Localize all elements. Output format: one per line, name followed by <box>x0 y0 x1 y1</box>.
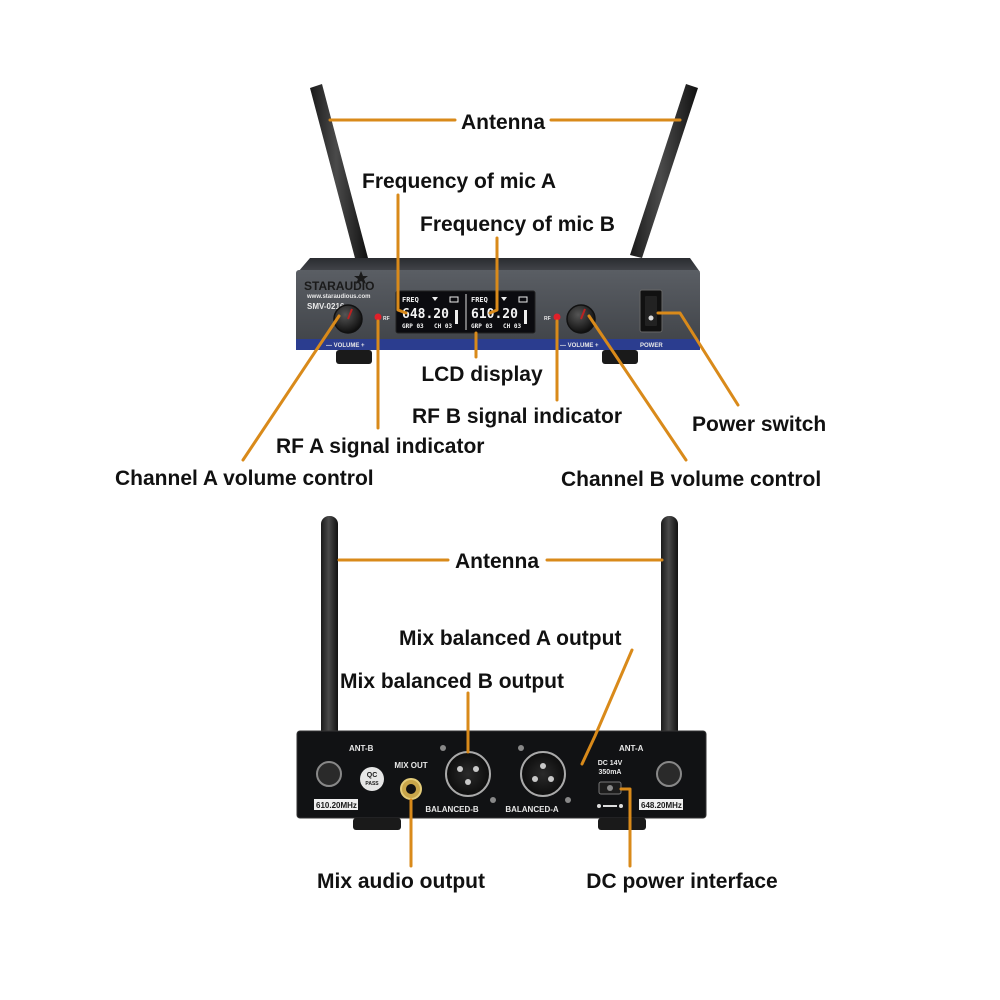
rear-chassis <box>296 730 707 819</box>
rear-foot-right <box>598 818 646 830</box>
front-blue-strip <box>296 339 700 350</box>
power-tag: POWER <box>640 343 663 349</box>
lcd-a-antenna-icon <box>432 297 438 301</box>
front-foot-left <box>336 350 372 364</box>
freq-sticker-a <box>639 799 683 810</box>
leader-channel-b <box>587 314 688 462</box>
freq-sticker-b <box>314 799 358 810</box>
rear-callouts: Antenna Mix balanced A output Mix balanc… <box>317 550 778 893</box>
callout-power-switch: Power switch <box>692 413 826 436</box>
rear-foot-left <box>353 818 401 830</box>
lcd-a-freq-tag: FREQ <box>402 296 419 304</box>
lcd-a-frequency: 648.20 <box>402 307 449 322</box>
freq-sticker-a-text: 648.20MHz <box>641 801 682 810</box>
balanced-b-label: BALANCED-B <box>425 805 479 814</box>
ant-b-label: ANT-B <box>349 744 374 753</box>
leader-freq-b <box>488 236 499 315</box>
leader-power <box>656 311 740 407</box>
rear-view: ANT-B ANT-A 610.20MHz 648.20MHz QC PASS … <box>296 516 707 830</box>
leader-dc-power <box>619 787 632 868</box>
lcd-b-grp: GRP 03 <box>471 323 493 330</box>
lcd-a-battery-icon <box>449 296 459 303</box>
xlr-balanced-a[interactable] <box>520 751 566 797</box>
callout-freq-mic-a: Frequency of mic A <box>362 170 556 193</box>
brand-star-icon <box>354 271 368 284</box>
callout-rf-b: RF B signal indicator <box>412 405 622 428</box>
pass-label: PASS <box>365 781 379 787</box>
qc-label: QC <box>367 772 378 779</box>
volume-tag-b: — VOLUME + <box>560 343 599 349</box>
callout-mix-bal-a: Mix balanced A output <box>399 627 621 650</box>
front-antenna-right <box>630 84 698 258</box>
xlr-balanced-b[interactable] <box>445 751 491 797</box>
ant-a-connector <box>656 761 682 787</box>
rear-antenna-right <box>661 516 678 766</box>
mix-out-label: MIX OUT <box>394 761 427 770</box>
front-foot-right <box>602 350 638 364</box>
leader-mix-bal-a <box>580 648 634 766</box>
lcd-b-ch: CH 03 <box>503 323 521 330</box>
leader-freq-a <box>396 193 408 315</box>
dc-spec-label: DC 14V <box>598 760 623 767</box>
front-callouts: Antenna Frequency of mic A Frequency of … <box>115 111 826 491</box>
lcd-b-freq-tag: FREQ <box>471 296 488 304</box>
rf-tag-a: RF <box>383 316 390 322</box>
callout-rf-a: RF A signal indicator <box>276 435 484 458</box>
rf-led-a <box>374 313 382 321</box>
lcd-b-antenna-icon <box>501 297 507 301</box>
callout-antenna-bottom: Antenna <box>455 550 539 573</box>
callout-lcd-display: LCD display <box>421 363 543 386</box>
balanced-a-label: BALANCED-A <box>505 805 559 814</box>
dc-polarity-icon <box>597 804 623 808</box>
ant-b-connector <box>316 761 342 787</box>
rf-tag-b: RF <box>544 316 551 322</box>
rf-led-b <box>553 313 561 321</box>
qc-pass-sticker <box>360 767 384 791</box>
freq-sticker-b-text: 610.20MHz <box>316 801 357 810</box>
website-label: www.staraudious.com <box>306 294 370 300</box>
front-chassis-top <box>298 258 700 272</box>
lcd-a-grp: GRP 03 <box>402 323 424 330</box>
callout-mix-audio: Mix audio output <box>317 870 485 893</box>
lcd-a-ch: CH 03 <box>434 323 452 330</box>
ant-a-label: ANT-A <box>619 744 644 753</box>
callout-dc-power: DC power interface <box>586 870 777 893</box>
callout-mix-bal-b: Mix balanced B output <box>340 670 564 693</box>
callout-antenna-top: Antenna <box>461 111 545 134</box>
dc-current-label: 350mA <box>599 769 622 776</box>
volume-tag-a: — VOLUME + <box>326 343 365 349</box>
lcd-b-battery-icon <box>518 296 528 303</box>
front-antenna-left <box>310 84 368 262</box>
callout-channel-a: Channel A volume control <box>115 467 374 490</box>
leader-channel-a <box>241 314 341 462</box>
model-label: SMV-0216 <box>307 302 345 311</box>
callout-channel-b: Channel B volume control <box>561 468 821 491</box>
rear-antenna-left <box>321 516 338 766</box>
front-leaders <box>241 118 740 462</box>
lcd-b-frequency: 610.20 <box>471 307 518 322</box>
callout-freq-mic-b: Frequency of mic B <box>420 213 615 236</box>
rear-leaders <box>337 558 664 868</box>
